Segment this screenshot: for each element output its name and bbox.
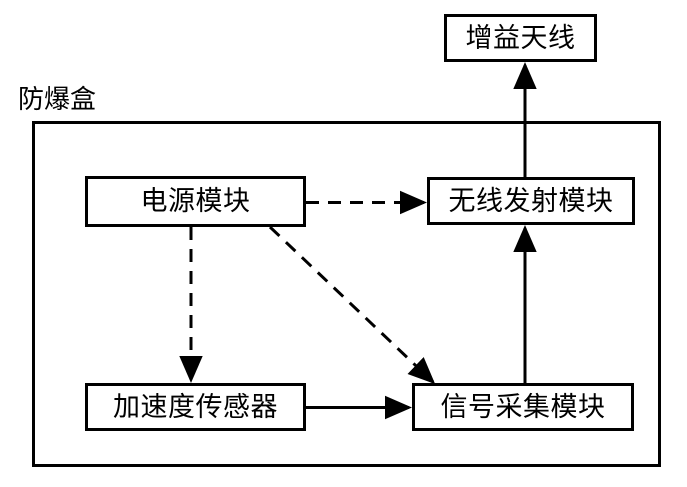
node-power-module[interactable]: 电源模块 bbox=[85, 176, 306, 227]
node-signal-acquisition-module-label: 信号采集模块 bbox=[440, 391, 606, 423]
node-wireless-transmitter-module-label: 无线发射模块 bbox=[448, 185, 614, 217]
node-gain-antenna[interactable]: 增益天线 bbox=[444, 14, 597, 62]
node-signal-acquisition-module[interactable]: 信号采集模块 bbox=[412, 383, 634, 431]
node-gain-antenna-label: 增益天线 bbox=[465, 22, 576, 54]
explosion-proof-box-container bbox=[32, 121, 661, 467]
node-power-module-label: 电源模块 bbox=[140, 186, 251, 217]
explosion-proof-box-label: 防爆盒 bbox=[18, 85, 97, 115]
node-wireless-transmitter-module[interactable]: 无线发射模块 bbox=[427, 177, 635, 225]
node-acceleration-sensor-label: 加速度传感器 bbox=[113, 391, 278, 423]
node-acceleration-sensor[interactable]: 加速度传感器 bbox=[85, 383, 306, 431]
